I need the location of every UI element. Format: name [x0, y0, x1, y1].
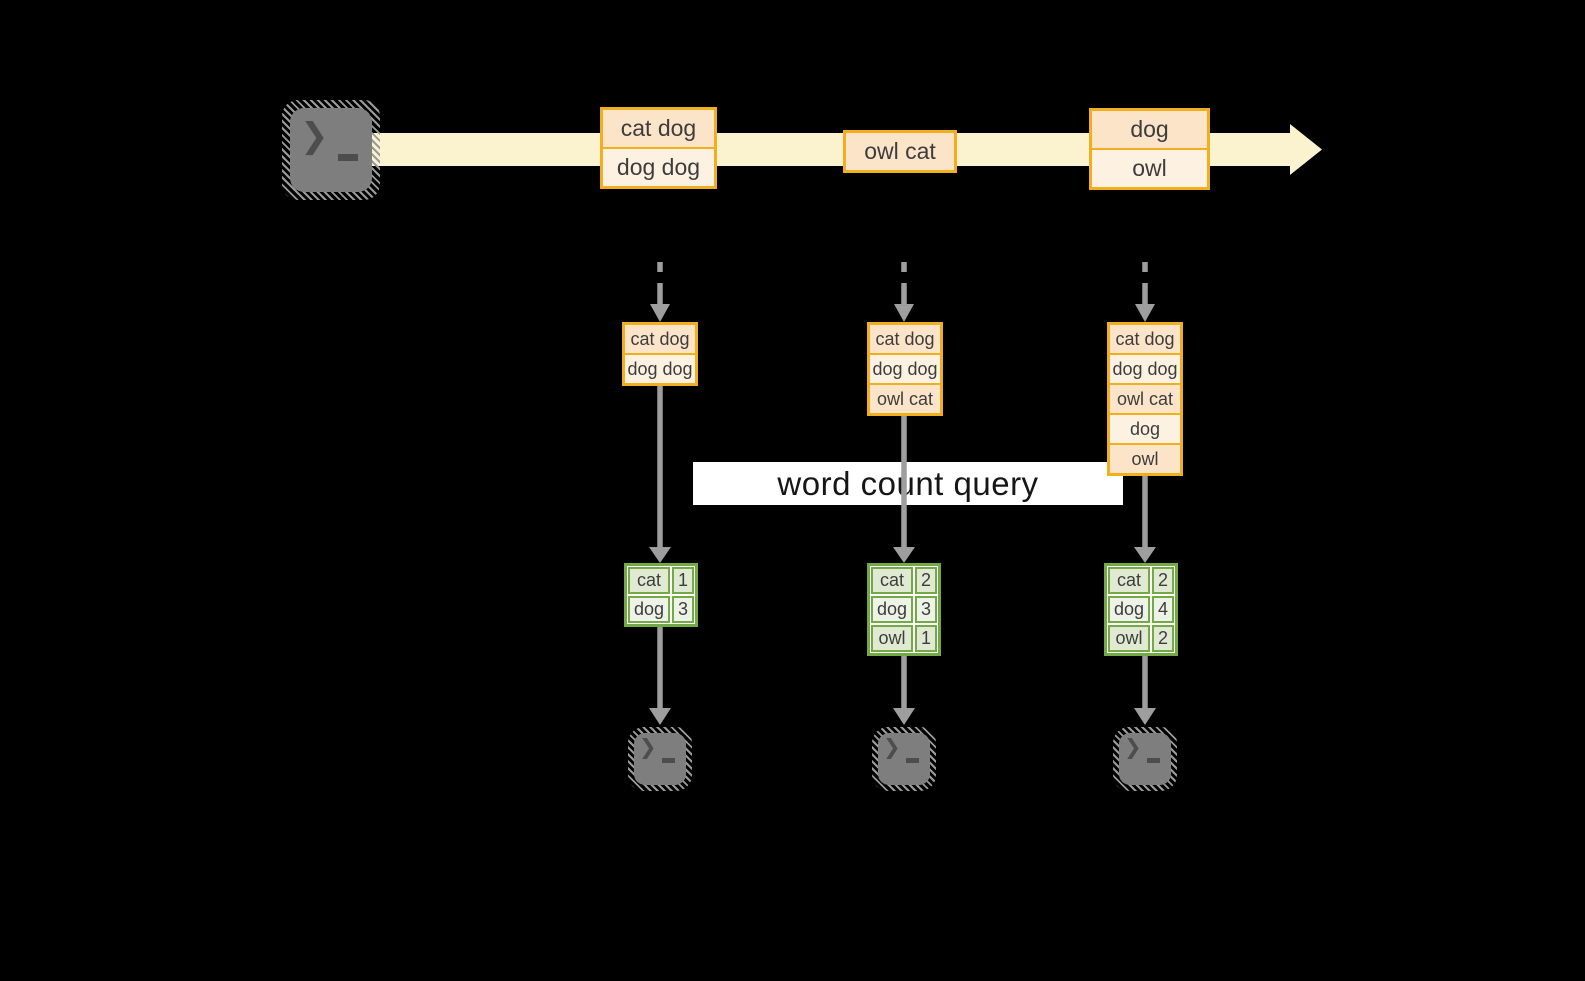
count-word-cell: cat: [871, 567, 913, 594]
window-record: owl cat: [870, 385, 940, 413]
terminal-body: [290, 108, 372, 192]
stream-record: dog dog: [603, 149, 714, 186]
stream-record: owl cat: [846, 133, 954, 170]
terminal-cursor-icon: [338, 154, 358, 161]
arrow-stack-to-table-1: [649, 386, 671, 563]
window-record: dog dog: [870, 355, 940, 383]
terminal-icon: ❯: [628, 727, 692, 791]
arrow-stack-to-table-2: [893, 416, 915, 563]
count-word-cell: cat: [628, 567, 670, 594]
window-record: dog dog: [1110, 355, 1180, 383]
terminal-body: [878, 733, 930, 785]
window-record: cat dog: [870, 325, 940, 353]
window-record: cat dog: [1110, 325, 1180, 353]
window-record: dog: [1110, 415, 1180, 443]
stream-record: cat dog: [603, 110, 714, 147]
count-word-cell: dog: [871, 596, 913, 623]
terminal-icon: ❯: [1113, 727, 1177, 791]
arrow-stack-to-table-3: [1134, 476, 1156, 563]
stream-arrowhead-icon: [1290, 124, 1322, 175]
arrow-table-to-terminal-2: [893, 654, 915, 725]
query-banner: word count query: [693, 462, 1123, 505]
terminal-body: [634, 733, 686, 785]
terminal-cursor-icon: [662, 758, 675, 763]
terminal-cursor-icon: [906, 758, 919, 763]
terminal-prompt-icon: ❯: [1124, 736, 1142, 759]
dashed-arrow-down-2: [894, 262, 914, 322]
terminal-prompt-icon: ❯: [883, 736, 901, 759]
count-value-cell: 1: [915, 625, 937, 652]
dashed-arrow-down-1: [650, 262, 670, 322]
count-value-cell: 2: [1152, 567, 1174, 594]
stream-record: dog: [1092, 111, 1207, 148]
count-value-cell: 2: [1152, 625, 1174, 652]
count-word-cell: dog: [628, 596, 670, 623]
terminal-prompt-icon: ❯: [639, 736, 657, 759]
window-record: cat dog: [625, 325, 695, 353]
terminal-icon: ❯: [282, 100, 380, 200]
stream-record: owl: [1092, 150, 1207, 187]
query-banner-label: word count query: [777, 464, 1039, 502]
count-value-cell: 3: [672, 596, 694, 623]
count-value-cell: 1: [672, 567, 694, 594]
count-word-cell: cat: [1108, 567, 1150, 594]
count-word-cell: owl: [1108, 625, 1150, 652]
count-word-cell: dog: [1108, 596, 1150, 623]
arrow-table-to-terminal-1: [649, 625, 671, 725]
count-value-cell: 3: [915, 596, 937, 623]
window-record: owl: [1110, 445, 1180, 473]
window-record: owl cat: [1110, 385, 1180, 413]
terminal-cursor-icon: [1147, 758, 1160, 763]
terminal-prompt-icon: ❯: [300, 117, 329, 155]
count-value-cell: 4: [1152, 596, 1174, 623]
count-value-cell: 2: [915, 567, 937, 594]
stream-box-2: owl cat: [843, 130, 957, 173]
terminal-body: [1119, 733, 1171, 785]
dashed-arrow-down-3: [1135, 262, 1155, 322]
terminal-icon: ❯: [872, 727, 936, 791]
arrow-table-to-terminal-3: [1134, 654, 1156, 725]
count-word-cell: owl: [871, 625, 913, 652]
window-record: dog dog: [625, 355, 695, 383]
